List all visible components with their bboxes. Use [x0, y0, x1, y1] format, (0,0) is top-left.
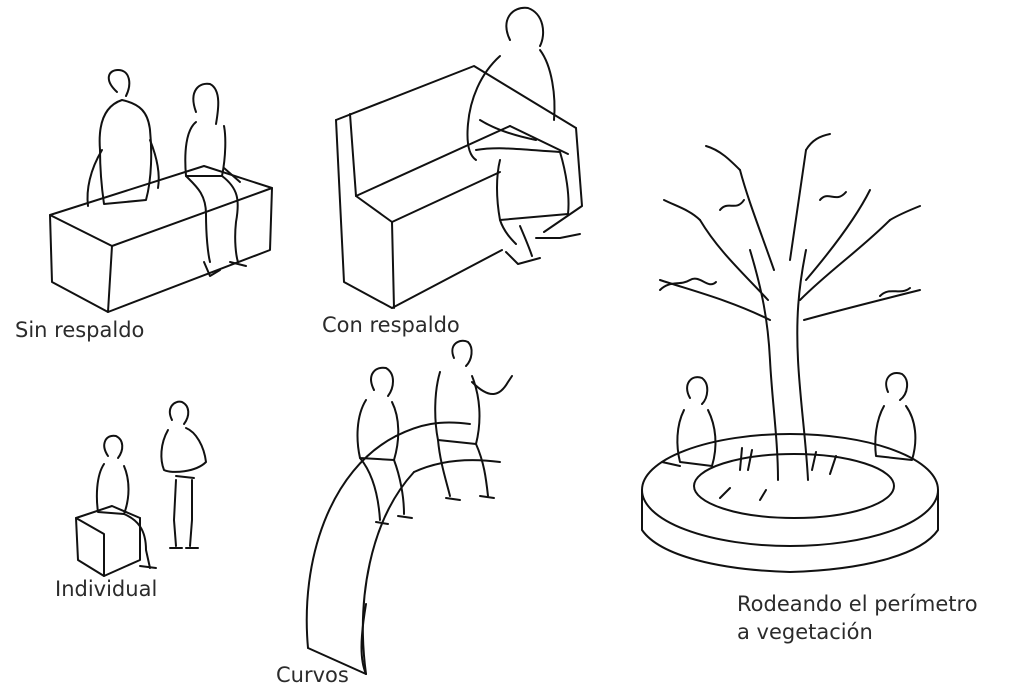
label-individual: Individual	[55, 577, 158, 601]
label-perimetro-line1: Rodeando el perímetro	[737, 592, 978, 616]
label-curvos: Curvos	[276, 663, 349, 687]
label-perimetro-line2: a vegetación	[737, 620, 873, 644]
curved-bench-sketch	[305, 339, 513, 675]
tree-ring-bench-sketch	[641, 133, 939, 573]
bench-with-backrest-sketch	[335, 6, 583, 309]
individual-seat-sketch	[75, 400, 207, 577]
label-con-respaldo: Con respaldo	[322, 313, 460, 337]
backless-bench-sketch	[49, 69, 273, 313]
label-sin-respaldo: Sin respaldo	[15, 318, 145, 342]
